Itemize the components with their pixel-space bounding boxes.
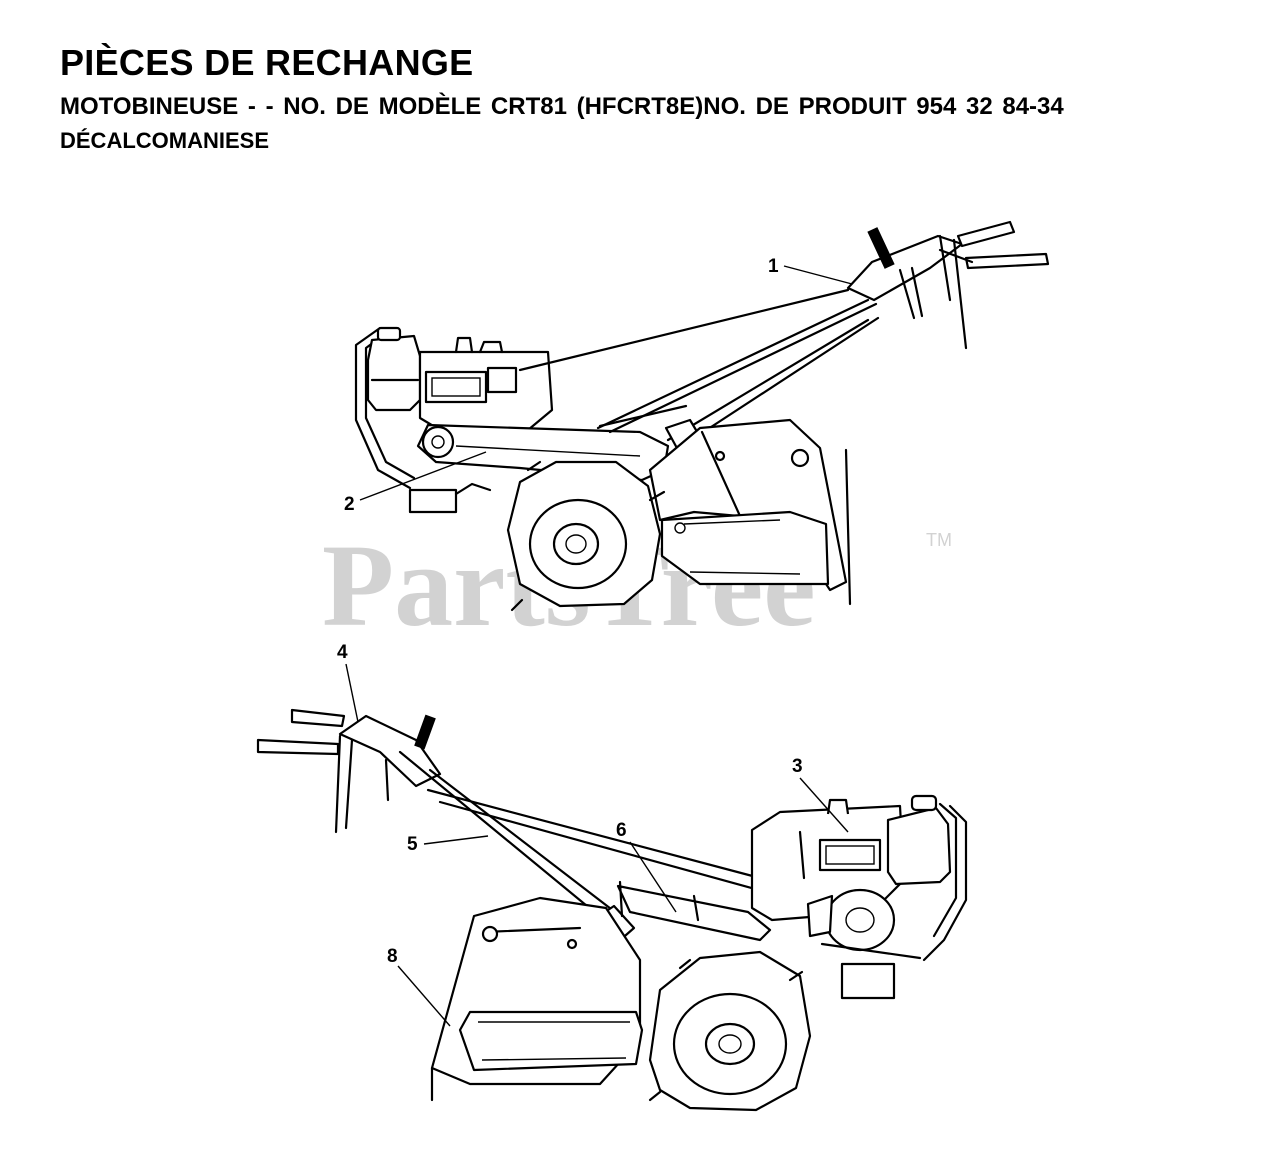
model-subtitle: MOTOBINEUSE - - NO. DE MODÈLE CRT81 (HFC…: [60, 93, 1064, 120]
callout-8: 8: [387, 946, 451, 1027]
section-title: DÉCALCOMANIESE: [60, 128, 270, 153]
callout-label-6: 6: [616, 820, 627, 841]
callout-3: 3: [792, 756, 849, 833]
callout-label-2: 2: [344, 494, 355, 515]
callout-label-3: 3: [792, 756, 803, 777]
tiller-upper-illustration: [354, 220, 1050, 612]
callout-1: 1: [768, 256, 853, 285]
callout-6: 6: [616, 820, 677, 913]
callout-5: 5: [407, 834, 489, 855]
callout-2: 2: [344, 451, 487, 515]
callout-label-5: 5: [407, 834, 418, 855]
watermark-trademark: TM: [926, 530, 952, 550]
page-title: PIÈCES DE RECHANGE: [60, 42, 474, 83]
callout-4: 4: [337, 642, 359, 723]
callout-label-8: 8: [387, 946, 398, 967]
tiller-lower-illustration: [256, 708, 968, 1112]
callout-label-1: 1: [768, 256, 779, 277]
callout-label-4: 4: [337, 642, 348, 663]
